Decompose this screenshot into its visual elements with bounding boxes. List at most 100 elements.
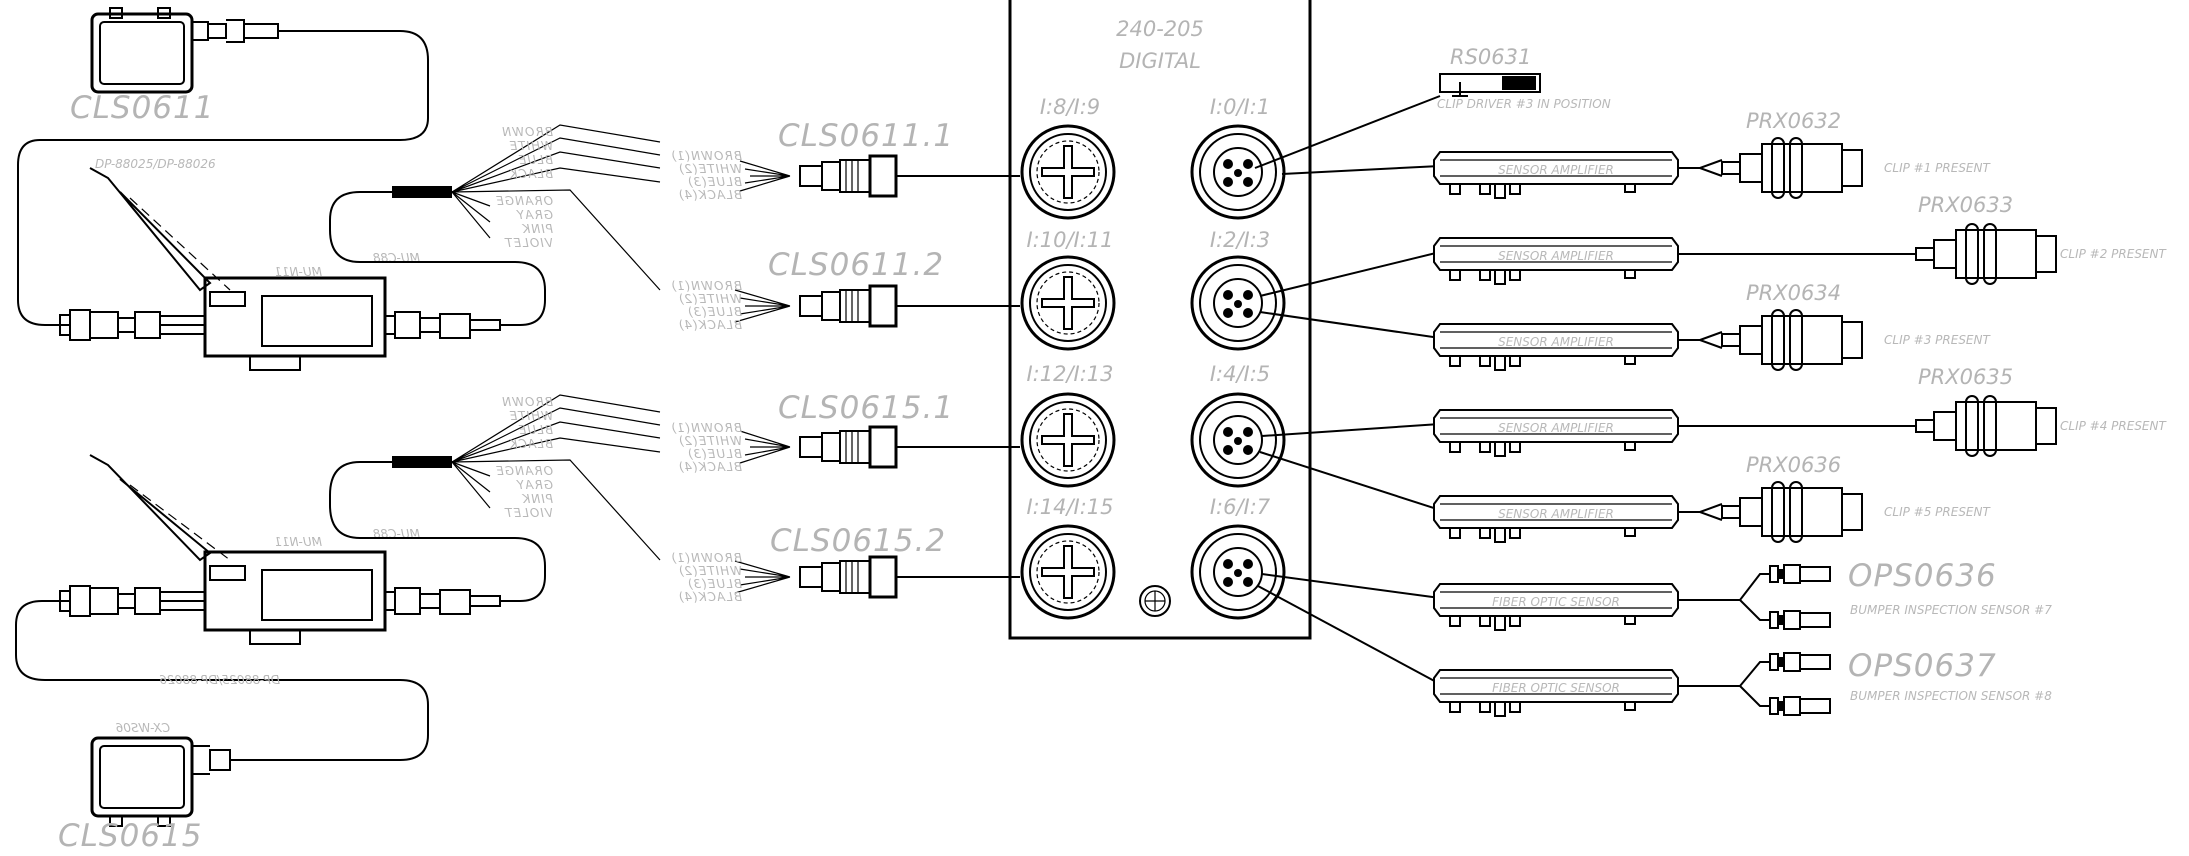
svg-text:ORANGE: ORANGE bbox=[495, 464, 553, 478]
svg-text:BLACK(4): BLACK(4) bbox=[678, 460, 742, 474]
svg-text:PRX0634: PRX0634 bbox=[1746, 281, 1841, 305]
sensor-group-cls0615: MU-N11 MU-C88 BROWN WHITE BLUE BLACK ORA… bbox=[15, 394, 661, 854]
prox-prx0636: PRX0636 CLIP #5 PRESENT bbox=[1678, 453, 1991, 543]
svg-text:BROWN(1): BROWN(1) bbox=[670, 149, 742, 163]
svg-text:VIOLET: VIOLET bbox=[504, 506, 553, 520]
sensor-label: CLS0615 bbox=[58, 818, 203, 854]
module-type: DIGITAL bbox=[1119, 49, 1201, 73]
svg-text:PINK: PINK bbox=[521, 492, 553, 506]
port-label: I:8/I:9 bbox=[1040, 95, 1100, 119]
optical-ops0637: OPS0637 BUMPER INSPECTION SENSOR #8 bbox=[1678, 648, 2052, 716]
amp-3: SENSOR AMPLIFIER bbox=[1259, 311, 1679, 371]
svg-text:PRX0636: PRX0636 bbox=[1746, 453, 1841, 477]
svg-text:WHITE: WHITE bbox=[509, 139, 553, 153]
cable-cls0611-2: CLS0611.2 bbox=[734, 247, 1020, 328]
amp-6: FIBER OPTIC SENSOR bbox=[1261, 573, 1679, 631]
svg-text:BROWN(1): BROWN(1) bbox=[670, 551, 742, 565]
module-model: 240-205 bbox=[1116, 17, 1204, 41]
svg-text:SENSOR AMPLIFIER: SENSOR AMPLIFIER bbox=[1498, 421, 1614, 435]
prox-prx0634: PRX0634 CLIP #3 PRESENT bbox=[1678, 281, 1991, 371]
amp-5: SENSOR AMPLIFIER bbox=[1259, 451, 1679, 543]
cable-label: CLS0611.1 bbox=[778, 118, 954, 154]
cable-cls0611-1: CLS0611.1 bbox=[739, 118, 1020, 198]
svg-text:VIOLET: VIOLET bbox=[504, 236, 553, 250]
digital-module bbox=[1008, 0, 1312, 640]
svg-text:PINK: PINK bbox=[521, 222, 553, 236]
amp-7: FIBER OPTIC SENSOR bbox=[1257, 585, 1679, 717]
port-left-4: I:14/I:15 bbox=[1020, 495, 1116, 620]
port-label: I:4/I:5 bbox=[1210, 362, 1270, 386]
fiber-part: DP-88025/DP-88026 bbox=[159, 673, 280, 687]
svg-text:BROWN: BROWN bbox=[501, 395, 553, 409]
svg-text:WHITE(2): WHITE(2) bbox=[678, 292, 742, 306]
svg-text:BUMPER INSPECTION SENSOR #8: BUMPER INSPECTION SENSOR #8 bbox=[1850, 689, 2052, 703]
top-sensor-note: CX-WS06 bbox=[115, 721, 170, 735]
cable-label: CLS0615.1 bbox=[778, 390, 954, 426]
svg-text:BLACK: BLACK bbox=[508, 437, 553, 451]
optical-ops0636: OPS0636 BUMPER INSPECTION SENSOR #7 bbox=[1678, 558, 2052, 630]
switch-tag: RS0631 bbox=[1450, 45, 1531, 69]
sensor-group-cls0611: CLS0611 DP-88025/DP-88026 MU-N11 MU-C88 … bbox=[17, 7, 661, 371]
switch-desc: CLIP DRIVER #3 IN POSITION bbox=[1437, 97, 1611, 111]
prox-prx0633: PRX0633 CLIP #2 PRESENT bbox=[1678, 193, 2167, 285]
svg-text:GRAY: GRAY bbox=[515, 478, 553, 492]
ground-icon bbox=[1139, 585, 1171, 617]
svg-text:BLACK(4): BLACK(4) bbox=[678, 318, 742, 332]
svg-text:SENSOR AMPLIFIER: SENSOR AMPLIFIER bbox=[1498, 163, 1614, 177]
svg-text:BROWN(1): BROWN(1) bbox=[670, 421, 742, 435]
port-right-2: I:2/I:3 bbox=[1190, 228, 1286, 351]
amp-4: SENSOR AMPLIFIER bbox=[1261, 409, 1679, 457]
cable-label: CLS0611.2 bbox=[768, 247, 944, 283]
svg-text:BUMPER INSPECTION SENSOR #7: BUMPER INSPECTION SENSOR #7 bbox=[1850, 603, 2052, 617]
svg-text:WHITE(2): WHITE(2) bbox=[678, 162, 742, 176]
svg-text:CLIP #3 PRESENT: CLIP #3 PRESENT bbox=[1884, 333, 1991, 347]
svg-text:BLUE(3): BLUE(3) bbox=[687, 175, 742, 189]
svg-text:CLIP #1 PRESENT: CLIP #1 PRESENT bbox=[1884, 161, 1991, 175]
port-right-3: I:4/I:5 bbox=[1190, 362, 1286, 488]
cable-cls0615-1: CLS0615.1 bbox=[739, 390, 1020, 469]
svg-text:PRX0632: PRX0632 bbox=[1746, 109, 1841, 133]
port-label: I:0/I:1 bbox=[1210, 95, 1270, 119]
port-label: I:12/I:13 bbox=[1026, 362, 1113, 386]
cable-cls0615-2: CLS0615.2 bbox=[734, 523, 1020, 599]
fiber-part: DP-88025/DP-88026 bbox=[95, 157, 216, 171]
port-label: I:6/I:7 bbox=[1210, 495, 1271, 519]
svg-text:SENSOR AMPLIFIER: SENSOR AMPLIFIER bbox=[1498, 249, 1614, 263]
svg-text:ORANGE: ORANGE bbox=[495, 194, 553, 208]
port-left-1: I:8/I:9 bbox=[1020, 95, 1116, 220]
svg-text:FIBER OPTIC SENSOR: FIBER OPTIC SENSOR bbox=[1492, 681, 1620, 695]
port-left-3: I:12/I:13 bbox=[1020, 362, 1116, 488]
svg-text:WHITE(2): WHITE(2) bbox=[678, 564, 742, 578]
svg-text:FIBER OPTIC SENSOR: FIBER OPTIC SENSOR bbox=[1492, 595, 1620, 609]
prox-prx0632: PRX0632 CLIP #1 PRESENT bbox=[1678, 109, 1991, 199]
svg-text:BLUE(3): BLUE(3) bbox=[687, 305, 742, 319]
svg-text:SENSOR AMPLIFIER: SENSOR AMPLIFIER bbox=[1498, 507, 1614, 521]
svg-text:WHITE(2): WHITE(2) bbox=[678, 434, 742, 448]
svg-text:BROWN: BROWN bbox=[501, 125, 553, 139]
cable-label: CLS0615.2 bbox=[770, 523, 946, 559]
sensor-label: CLS0611 bbox=[70, 90, 215, 126]
amp-1: SENSOR AMPLIFIER bbox=[1281, 151, 1679, 199]
svg-text:PRX0633: PRX0633 bbox=[1918, 193, 2013, 217]
prox-prx0635: PRX0635 CLIP #4 PRESENT bbox=[1678, 365, 2167, 457]
port-right-4: I:6/I:7 bbox=[1190, 495, 1286, 620]
svg-text:BLACK(4): BLACK(4) bbox=[678, 188, 742, 202]
svg-text:GRAY: GRAY bbox=[515, 208, 553, 222]
svg-text:BLACK(4): BLACK(4) bbox=[678, 590, 742, 604]
svg-text:BLUE(3): BLUE(3) bbox=[687, 447, 742, 461]
svg-text:CLIP #5 PRESENT: CLIP #5 PRESENT bbox=[1884, 505, 1991, 519]
amp-2: SENSOR AMPLIFIER bbox=[1259, 237, 1679, 297]
wire-labels-mirrored: BROWN(1) WHITE(2) BLUE(3) BLACK(4) BROWN… bbox=[670, 149, 742, 604]
port-label: I:10/I:11 bbox=[1026, 228, 1113, 252]
svg-text:WHITE: WHITE bbox=[509, 409, 553, 423]
lead-labels: BROWN WHITE BLUE BLACK ORANGE GRAY PINK … bbox=[495, 395, 553, 520]
svg-text:BROWN(1): BROWN(1) bbox=[670, 279, 742, 293]
svg-text:BLUE: BLUE bbox=[518, 153, 553, 167]
svg-text:BLUE: BLUE bbox=[518, 423, 553, 437]
svg-text:OPS0636: OPS0636 bbox=[1848, 558, 1997, 594]
port-left-2: I:10/I:11 bbox=[1020, 228, 1116, 351]
svg-text:PRX0635: PRX0635 bbox=[1918, 365, 2013, 389]
switch-rs0631: RS0631 CLIP DRIVER #3 IN POSITION bbox=[1254, 45, 1611, 169]
lead-labels: BROWN WHITE BLUE BLACK ORANGE GRAY PINK … bbox=[495, 125, 553, 250]
